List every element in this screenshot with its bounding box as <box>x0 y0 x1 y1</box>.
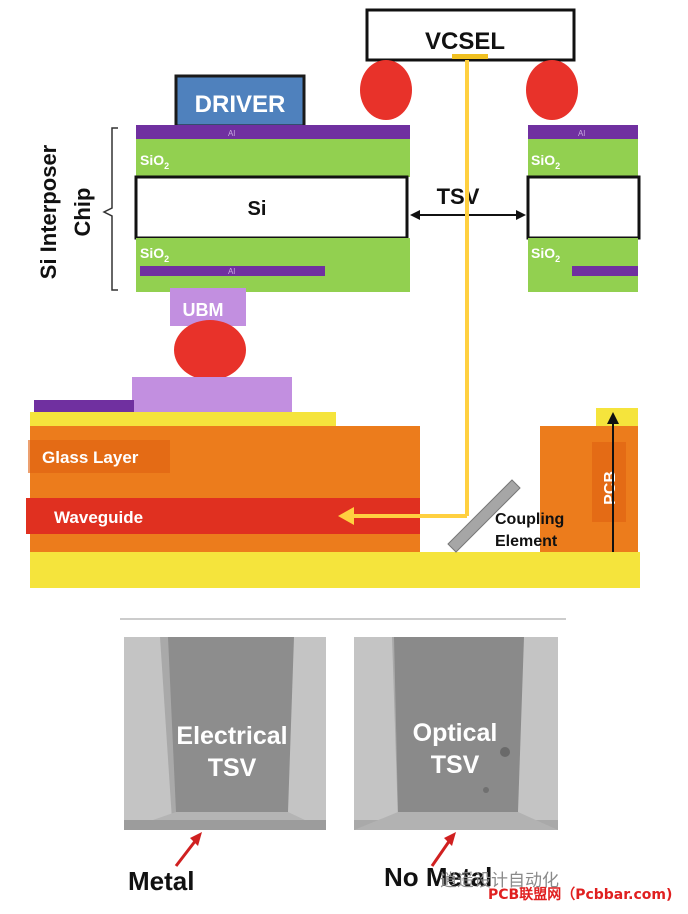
svg-text:Al: Al <box>228 129 235 138</box>
ubm-label: UBM <box>183 300 224 320</box>
micrograph-right-subtitle: TSV <box>431 751 480 779</box>
driver-label: DRIVER <box>195 91 286 118</box>
waveguide-label: Waveguide <box>54 508 143 527</box>
tsv-label: TSV <box>437 184 480 209</box>
caption-metal: Metal <box>128 866 194 896</box>
ubm-pad: UBM <box>170 288 246 326</box>
coupling-label-1: Coupling <box>495 511 564 528</box>
bottom-pad <box>132 377 292 412</box>
coupling-element <box>447 479 521 553</box>
glass-substrate: Glass Layer Waveguide <box>26 400 420 552</box>
interposer-left-stack: Al SiO2 Si SiO2 Al <box>134 125 410 292</box>
no-metal-arrow <box>430 832 456 867</box>
vcsel-solder-balls <box>360 60 578 120</box>
side-label-line2: Chip <box>70 188 95 237</box>
micrograph-left-subtitle: TSV <box>208 754 257 782</box>
vcsel-chip: VCSEL <box>365 8 576 62</box>
svg-text:Al: Al <box>578 129 585 138</box>
micrograph-optical: Optical TSV <box>354 637 558 830</box>
vcsel-label: VCSEL <box>425 28 505 55</box>
interposer-bracket <box>102 127 118 291</box>
pcb-label: PCB <box>602 471 619 505</box>
watermark-text: 逍遥设计自动化 <box>440 871 559 891</box>
micrograph-left-title: Electrical <box>176 722 287 750</box>
si-label: Si <box>248 198 267 220</box>
base-substrate <box>30 552 640 588</box>
glass-layer-label: Glass Layer <box>42 448 139 467</box>
svg-text:SiO2: SiO2 <box>531 245 560 264</box>
svg-text:SiO2: SiO2 <box>531 152 560 171</box>
micrograph-electrical: Electrical TSV <box>124 637 326 830</box>
sio2-bottom-label: SiO2 <box>140 245 169 264</box>
watermark-site: PCB联盟网（Pcbbar.com) <box>488 887 673 903</box>
sio2-top-label: SiO2 <box>140 152 169 171</box>
optical-beam <box>338 60 469 525</box>
interposer-right-stack: Al SiO2 SiO2 <box>526 125 641 292</box>
pcb-block: PCB <box>540 408 638 586</box>
svg-text:Al: Al <box>228 267 235 276</box>
side-label-svg: Si Interposer Chip <box>36 144 95 279</box>
driver-chip: DRIVER <box>174 74 306 128</box>
micrograph-right-title: Optical <box>413 719 498 747</box>
bottom-solder-ball <box>174 320 246 380</box>
coupling-label-2: Element <box>495 533 558 550</box>
side-label-line1: Si Interposer <box>36 144 61 279</box>
caption-no-metal: No Metal <box>384 862 492 892</box>
metal-arrow <box>174 832 202 867</box>
